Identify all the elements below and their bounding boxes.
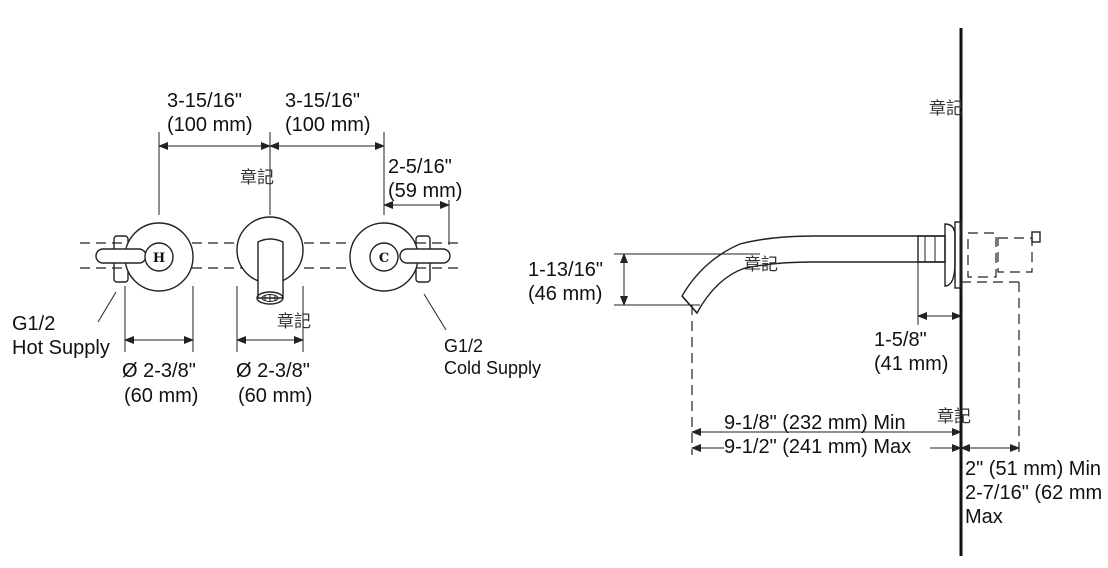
width-right-imperial: 3-15/16" [285, 90, 360, 112]
watermark: 章記 [929, 99, 963, 119]
offset-metric: (59 mm) [388, 180, 463, 202]
depth-min: 2" (51 mm) Min [965, 458, 1102, 480]
offset-imperial: 2-5/16" [388, 156, 452, 178]
watermark: 章記 [744, 255, 778, 275]
hot-letter: H [153, 251, 165, 266]
spout-diameter-imperial: Ø 2-3/8" [236, 360, 310, 382]
handle-diameter-metric: (60 mm) [124, 385, 199, 407]
front-view: H C [80, 132, 460, 352]
spout-drop-imperial: 1-13/16" [528, 259, 603, 281]
spout-drop-metric: (46 mm) [528, 283, 603, 305]
width-right-metric: (100 mm) [285, 114, 371, 136]
watermark: 章記 [240, 168, 274, 188]
hot-handle: H [95, 222, 194, 292]
flange-metric: (41 mm) [874, 353, 949, 375]
front-spout [236, 216, 304, 305]
depth-max-label: Max [965, 506, 1003, 528]
handle-diameter-imperial: Ø 2-3/8" [122, 360, 196, 382]
side-view [614, 28, 1041, 556]
cold-letter: C [379, 251, 389, 266]
width-left-imperial: 3-15/16" [167, 90, 242, 112]
reach-max: 9-1/2" (241 mm) Max [724, 436, 912, 458]
depth-max: 2-7/16" (62 mm [965, 482, 1103, 504]
cold-supply-label: Cold Supply [444, 358, 542, 378]
cold-handle: C [349, 222, 451, 292]
reach-min: 9-1/8" (232 mm) Min [724, 412, 906, 434]
width-left-metric: (100 mm) [167, 114, 253, 136]
watermark: 章記 [277, 312, 311, 332]
flange-imperial: 1-5/8" [874, 329, 927, 351]
watermark: 章記 [937, 407, 971, 427]
spout-diameter-metric: (60 mm) [238, 385, 313, 407]
cold-supply-size: G1/2 [444, 336, 484, 356]
hot-supply-label: Hot Supply [12, 337, 110, 359]
hot-supply-size: G1/2 [12, 313, 56, 335]
